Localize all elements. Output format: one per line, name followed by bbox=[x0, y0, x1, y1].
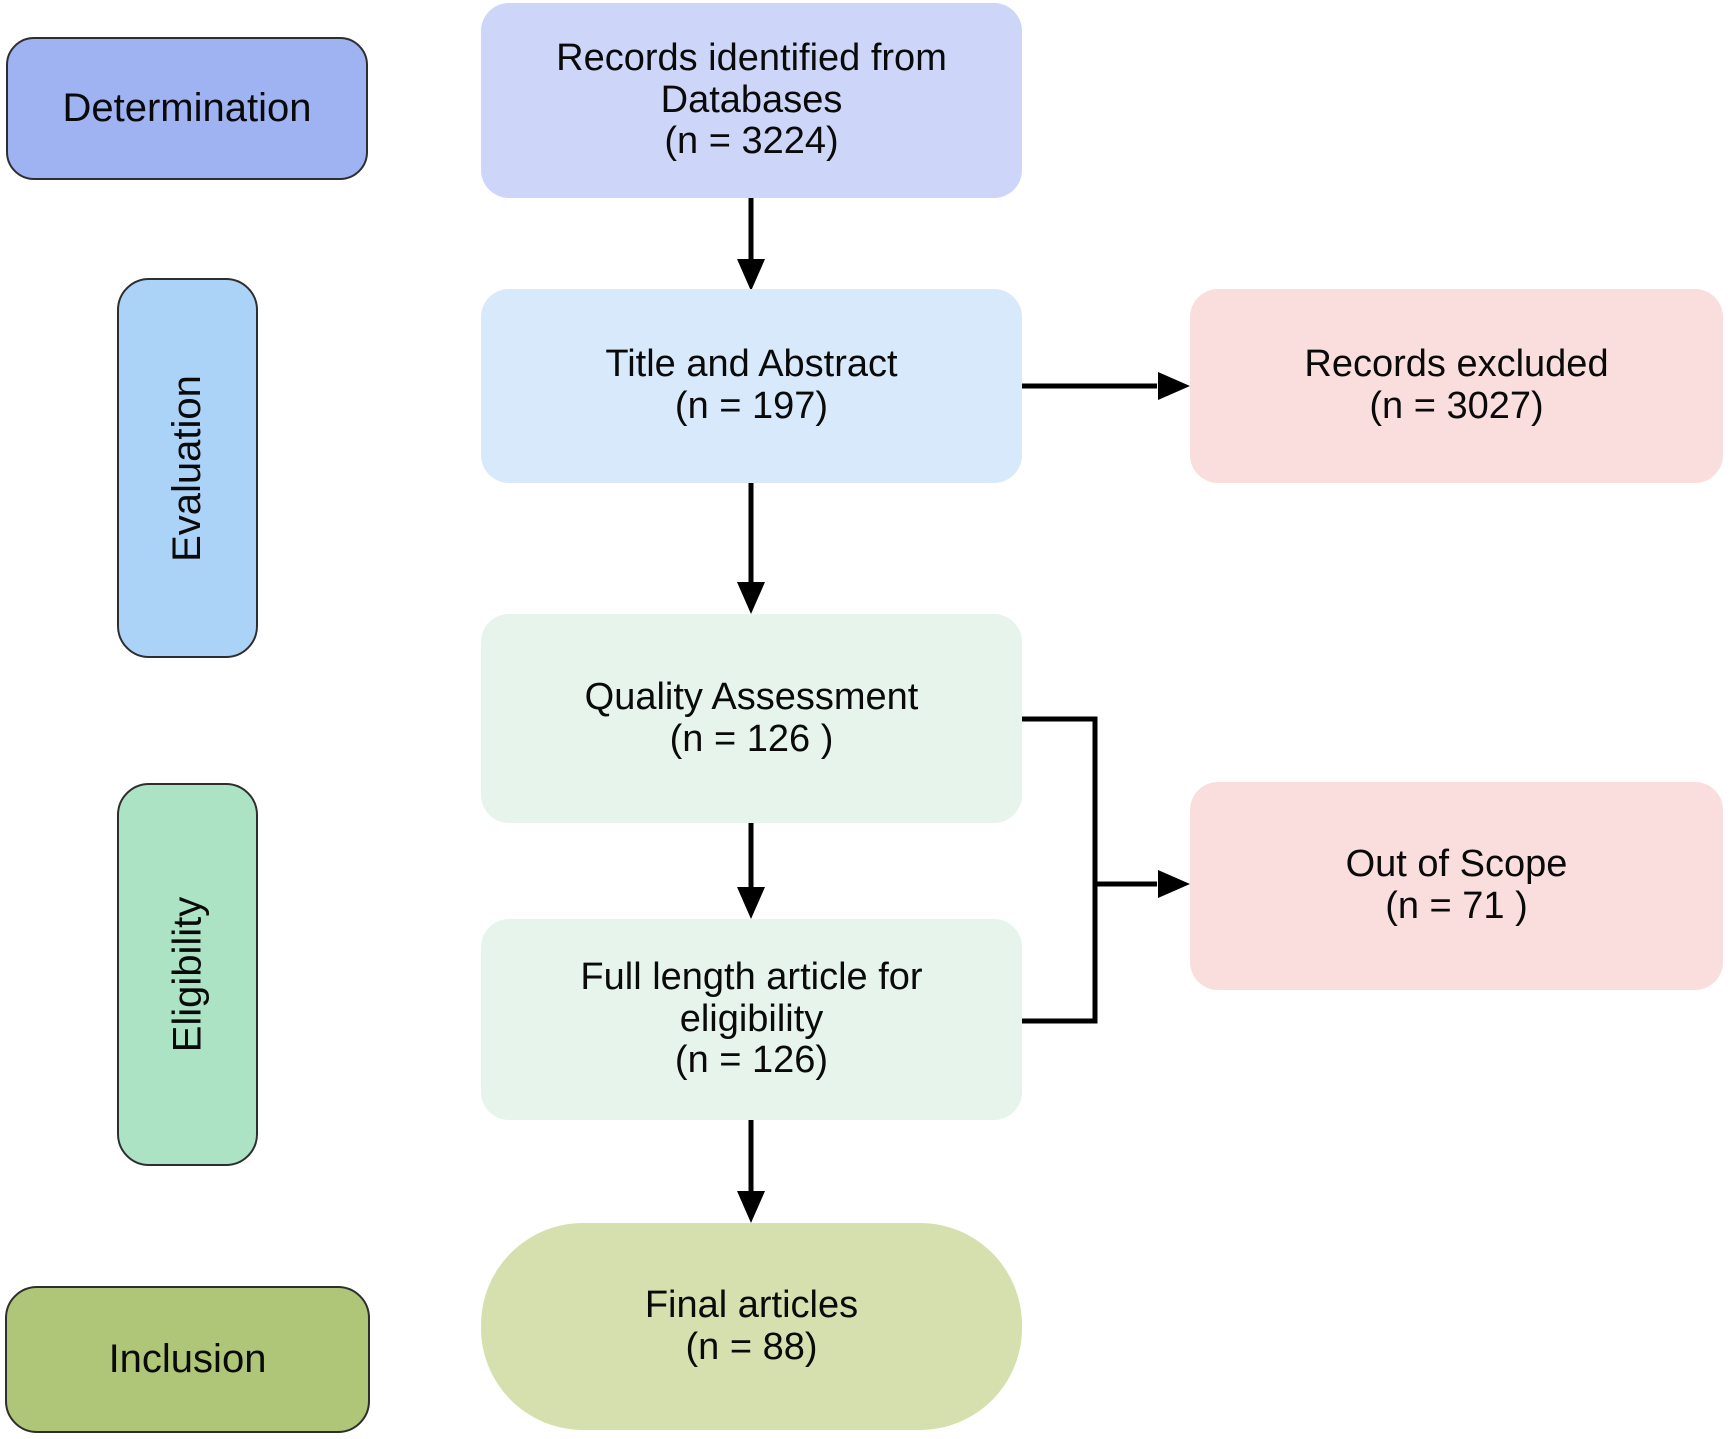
stage-label-text: Determination bbox=[62, 86, 312, 130]
node-final-articles: Final articles (n = 88) bbox=[481, 1223, 1022, 1430]
node-text-line: (n = 71 ) bbox=[1385, 885, 1528, 927]
node-quality-assessment: Quality Assessment (n = 126 ) bbox=[481, 614, 1022, 823]
arrow-records-to-title bbox=[737, 198, 765, 291]
bracket-quality-full-connector bbox=[1022, 716, 1098, 1024]
node-text-line: (n = 126) bbox=[674, 1039, 829, 1082]
node-text-line: (n = 88) bbox=[685, 1325, 818, 1368]
stage-label-text: Inclusion bbox=[108, 1337, 267, 1381]
arrow-bracket-to-outofscope bbox=[1095, 870, 1190, 898]
node-text-line: Full length article for bbox=[580, 955, 923, 998]
arrow-title-to-quality bbox=[737, 483, 765, 614]
node-title-and-abstract: Title and Abstract (n = 197) bbox=[481, 289, 1022, 483]
node-text-line: (n = 126 ) bbox=[669, 717, 834, 760]
node-text-line: eligibility bbox=[679, 997, 824, 1040]
stage-label-evaluation: Evaluation bbox=[117, 278, 258, 658]
stage-label-text: Evaluation bbox=[165, 374, 210, 562]
arrow-quality-to-full bbox=[737, 823, 765, 919]
node-text-line: (n = 197) bbox=[674, 385, 829, 427]
node-text-line: Quality Assessment bbox=[584, 675, 919, 718]
node-text-line: Records identified from bbox=[556, 36, 947, 79]
node-text-line: (n = 3027) bbox=[1369, 385, 1544, 427]
node-records-excluded: Records excluded (n = 3027) bbox=[1190, 289, 1723, 483]
stage-label-determination: Determination bbox=[6, 37, 368, 180]
node-text-line: Records excluded bbox=[1304, 343, 1609, 386]
node-records-identified: Records identified from Databases (n = 3… bbox=[481, 3, 1022, 198]
node-text-line: Final articles bbox=[644, 1283, 859, 1326]
node-text-line: (n = 3224) bbox=[664, 120, 839, 163]
arrow-full-to-final bbox=[737, 1120, 765, 1223]
node-full-length-article: Full length article for eligibility (n =… bbox=[481, 919, 1022, 1120]
stage-label-text: Eligibility bbox=[165, 896, 210, 1053]
stage-label-eligibility: Eligibility bbox=[117, 783, 258, 1166]
node-out-of-scope: Out of Scope (n = 71 ) bbox=[1190, 782, 1723, 990]
node-text-line: Out of Scope bbox=[1345, 843, 1568, 886]
node-text-line: Databases bbox=[660, 78, 843, 121]
stage-label-inclusion: Inclusion bbox=[5, 1286, 370, 1433]
node-text-line: Title and Abstract bbox=[605, 343, 898, 386]
arrow-title-to-excluded bbox=[1022, 372, 1190, 400]
